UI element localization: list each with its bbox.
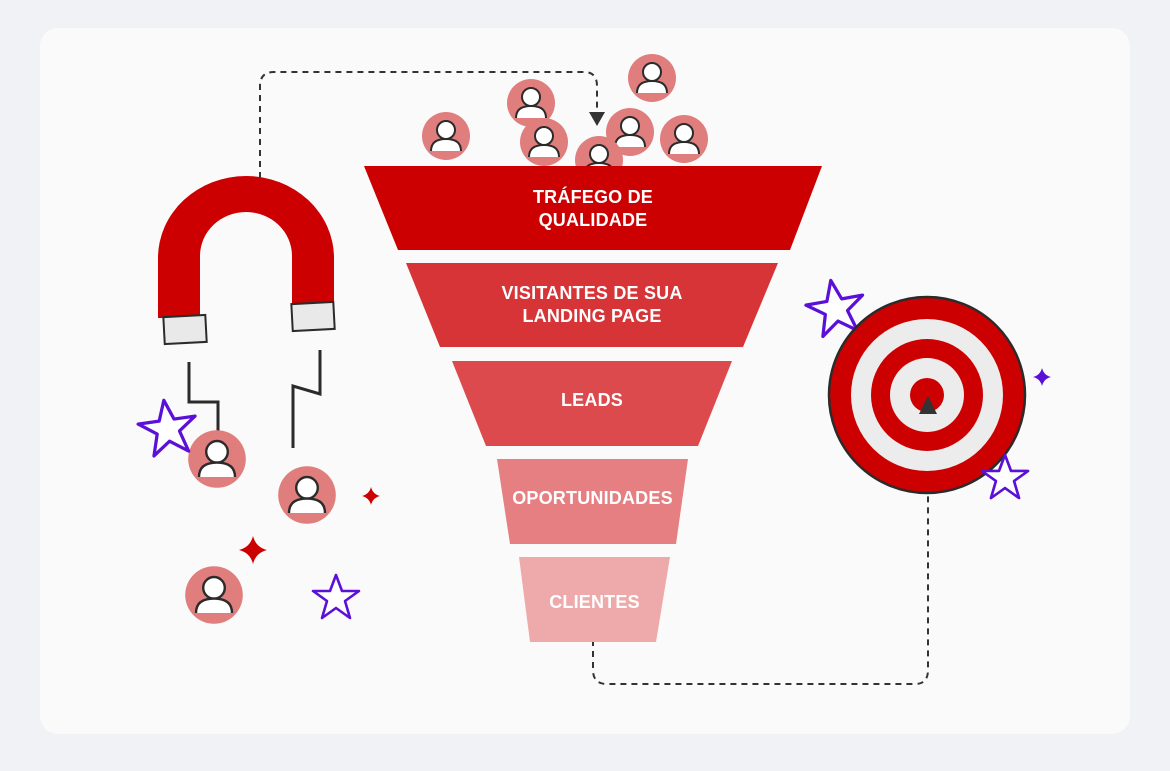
star-icon bbox=[133, 394, 202, 460]
funnel-stage-label-visitantes: VISITANTES DE SUA LANDING PAGE bbox=[501, 283, 683, 326]
user-avatar-icon bbox=[659, 114, 709, 164]
arrow-icon bbox=[919, 396, 937, 414]
connector-line-top bbox=[259, 71, 598, 178]
user-avatar-icon bbox=[186, 429, 248, 489]
sparkle-icon bbox=[239, 536, 267, 564]
magnetic-field-line bbox=[291, 350, 322, 448]
funnel-stage-label-leads: LEADS bbox=[560, 389, 623, 410]
funnel-stage-1 bbox=[364, 166, 822, 250]
funnel-stage-3 bbox=[452, 361, 732, 446]
user-avatar-icon bbox=[519, 117, 569, 167]
funnel-stage-4 bbox=[497, 459, 688, 544]
connector-line-bottom bbox=[592, 412, 929, 685]
arrow-icon bbox=[589, 112, 605, 126]
user-avatar-icon bbox=[421, 111, 471, 161]
star-icon bbox=[311, 573, 361, 620]
funnel-stage-label-oportunidades: OPORTUNIDADES bbox=[512, 487, 673, 508]
magnetic-field-line bbox=[187, 362, 220, 440]
user-avatar-icon bbox=[183, 565, 245, 625]
user-avatar-icon bbox=[627, 53, 677, 103]
sparkle-icon bbox=[1033, 368, 1051, 386]
funnel-stage-label-clientes: CLIENTES bbox=[549, 591, 640, 612]
funnel-stage-label-trafego: TRÁFEGO DE QUALIDADE bbox=[532, 187, 653, 230]
funnel-stage-5 bbox=[519, 557, 670, 642]
funnel-stage-2 bbox=[406, 263, 778, 347]
sparkle-icon bbox=[362, 487, 380, 505]
magnet-icon bbox=[158, 176, 336, 346]
target-icon bbox=[827, 295, 1027, 495]
user-avatar-icon bbox=[277, 465, 337, 525]
